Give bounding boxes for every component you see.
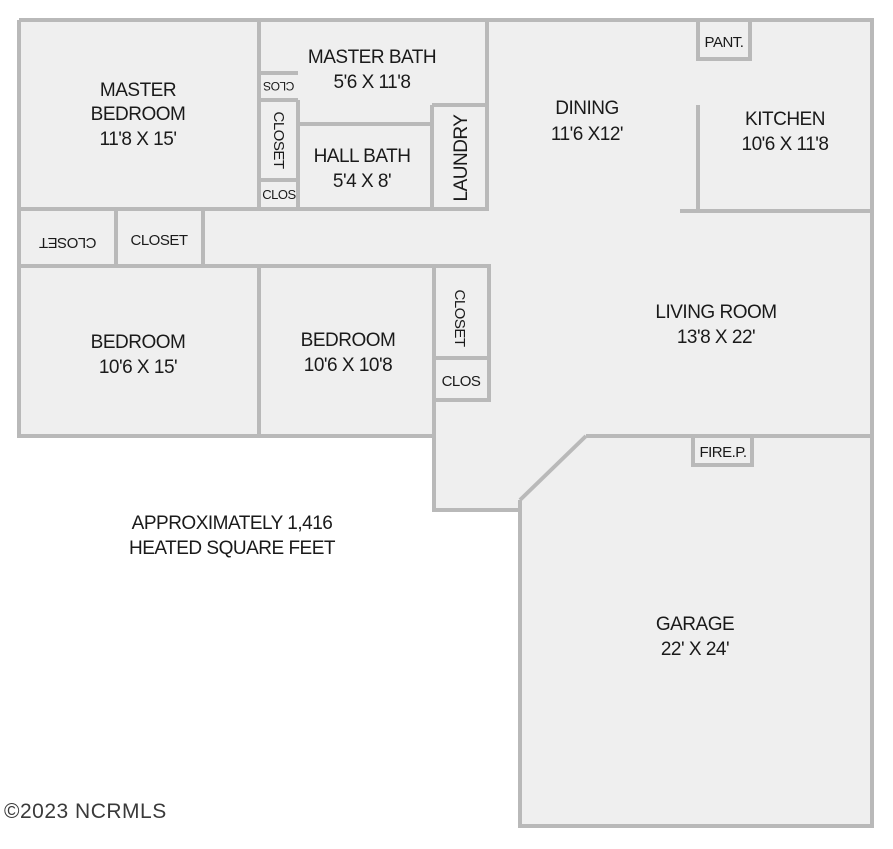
dining-size: 11'6 X12' (551, 124, 623, 145)
floor-fill (19, 20, 872, 826)
copyright-text: ©2023 NCRMLS (4, 800, 167, 823)
closet-hall-left: CLOSET (39, 234, 96, 251)
dining-name: DINING (555, 98, 619, 119)
area-note-line2: HEATED SQUARE FEET (129, 538, 336, 559)
closet-hall-right: CLOSET (130, 232, 187, 249)
hall-bath-name: HALL BATH (314, 146, 411, 167)
closet-master-vertical: CLOSET (270, 111, 287, 168)
living-room-size: 13'8 X 22' (677, 327, 755, 348)
bedroom1-name: BEDROOM (91, 332, 186, 353)
closet-master-top: CLOS (263, 79, 294, 93)
hall-bath-size: 5'4 X 8' (333, 171, 391, 192)
closet-bedroom2-vertical: CLOSET (451, 289, 468, 346)
garage-size: 22' X 24' (661, 639, 729, 660)
kitchen-name: KITCHEN (745, 109, 825, 130)
garage-name: GARAGE (656, 614, 734, 635)
bedroom2-size: 10'6 X 10'8 (304, 355, 392, 376)
bedroom2-name: BEDROOM (301, 330, 396, 351)
kitchen-size: 10'6 X 11'8 (742, 134, 829, 155)
master-bath-name: MASTER BATH (308, 47, 436, 68)
closet-master-bottom: CLOS (262, 187, 296, 202)
room-labels: MASTER BEDROOM 11'8 X 15' MASTER BATH 5'… (4, 34, 829, 823)
master-bedroom-name-1: MASTER (100, 80, 176, 101)
bedroom1-size: 10'6 X 15' (99, 357, 177, 378)
master-bedroom-name-2: BEDROOM (91, 104, 186, 125)
living-room-name: LIVING ROOM (655, 302, 776, 323)
laundry-label: LAUNDRY (451, 114, 472, 202)
pantry-label: PANT. (705, 34, 744, 51)
walls (17, 18, 874, 828)
fireplace-label: FIRE.P. (699, 444, 746, 461)
master-bath-size: 5'6 X 11'8 (334, 72, 411, 93)
closet-bedroom2-small: CLOS (442, 373, 481, 390)
area-note-line1: APPROXIMATELY 1,416 (132, 513, 333, 534)
master-bedroom-size: 11'8 X 15' (100, 129, 177, 150)
